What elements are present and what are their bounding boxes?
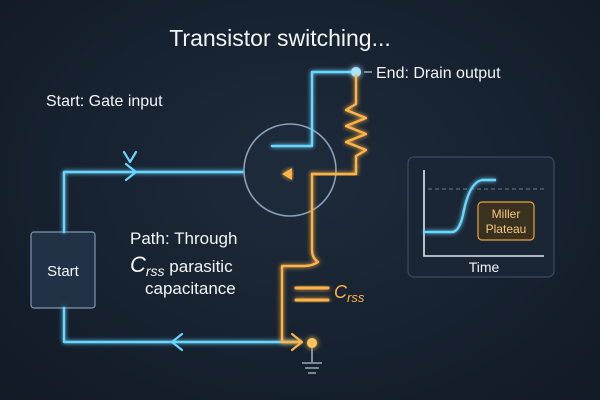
start-box-label: Start (47, 263, 80, 280)
inset-axes (423, 170, 544, 257)
inset-xlabel: Time (469, 259, 500, 275)
gate-input-wire (62, 170, 264, 234)
return-flow-arrow (170, 332, 184, 352)
badge-line2: Plateau (486, 222, 527, 236)
capacitor-label: Crss (334, 282, 365, 305)
badge-line1: Miller (492, 207, 521, 221)
gate-input-label: Start: Gate input (46, 93, 163, 110)
path-label-line3: capacitance (145, 279, 236, 298)
junction-node (307, 338, 317, 348)
inset-gate-curve (424, 178, 496, 234)
drain-resistor (344, 74, 368, 168)
path-crss-symbol: C (130, 252, 146, 277)
path-crss-subscript: rss (146, 263, 165, 279)
crss-flow-arrow (290, 332, 304, 352)
resistor-to-source-wire (310, 164, 358, 176)
miller-plateau-badge (477, 201, 535, 241)
drain-output-node (351, 67, 361, 77)
crss-capacitor (294, 286, 330, 302)
gate-flow-arrow (124, 162, 138, 182)
crss-path-wire (280, 172, 320, 344)
return-wire (62, 306, 302, 344)
path-label-line1: Path: Through (130, 229, 237, 248)
cap-subscript: rss (347, 290, 365, 305)
page-title: Transistor switching... (169, 25, 391, 51)
source-arrow-head (282, 168, 292, 180)
ground-icon (302, 362, 322, 374)
gate-pointer-arrow (122, 150, 138, 164)
drain-wire (270, 70, 358, 148)
cap-symbol: C (334, 282, 348, 302)
drain-output-label: End: Drain output (376, 65, 501, 82)
miller-plateau-inset: Miller Plateau Time (407, 156, 555, 278)
path-label-rest: parasitic (165, 257, 234, 276)
path-label-line2: Crss parasitic (130, 252, 233, 279)
